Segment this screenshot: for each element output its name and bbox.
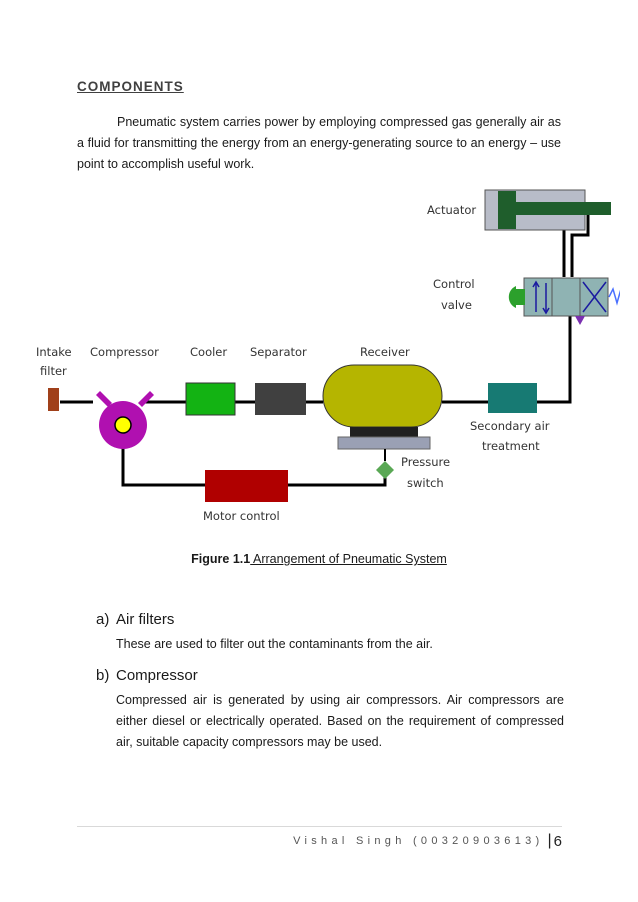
label-control-valve-2: valve (441, 298, 472, 312)
label-cooler: Cooler (190, 345, 227, 359)
pneumatic-system-diagram: Actuator Control valve Intake filter Com… (36, 189, 620, 523)
section-letter: a) (96, 611, 110, 628)
section-heading-air-filters: a) Air filters (96, 611, 564, 628)
section-body: These are used to filter out the contami… (116, 637, 433, 651)
intro-paragraph: Pneumatic system carries power by employ… (77, 115, 561, 171)
label-compressor: Compressor (90, 345, 159, 359)
pressure-switch (376, 461, 394, 479)
label-intake-1: Intake (36, 345, 72, 359)
label-actuator: Actuator (427, 203, 476, 217)
compressor-inlet (96, 391, 112, 407)
section-title: Compressor (116, 667, 198, 684)
label-pressure-1: Pressure (401, 455, 450, 469)
cooler-box (185, 382, 236, 416)
actuator-rod (516, 202, 611, 215)
pipe-motor-switch (288, 470, 387, 487)
pipe-motor-loop (121, 447, 205, 487)
label-intake-2: filter (40, 364, 67, 378)
section-heading: COMPONENTS (77, 79, 184, 94)
footer-author: Vishal Singh (00320903613) (293, 835, 544, 847)
receiver-base (337, 436, 431, 450)
valve-arrows (532, 280, 607, 315)
valve-operator-stem (515, 289, 525, 305)
intake-filter (48, 388, 59, 411)
compressor-center (114, 416, 132, 434)
footer-divider (77, 826, 562, 827)
secondary-treatment-box (488, 383, 537, 413)
figure-number: Figure 1.1 (191, 552, 251, 566)
actuator-piston (498, 191, 516, 229)
valve-spring (608, 286, 620, 306)
label-secondary-1: Secondary air (470, 419, 550, 433)
label-motor-control: Motor control (203, 509, 280, 523)
label-control-valve-1: Control (433, 277, 475, 291)
page-footer: Vishal Singh (00320903613) | 6 (293, 832, 562, 850)
motor-control-box (205, 470, 288, 502)
figure-caption: Figure 1.1 Arrangement of Pneumatic Syst… (0, 552, 638, 566)
valve-exhaust (575, 316, 585, 325)
section-body: Compressed air is generated by using air… (116, 693, 564, 749)
section-heading-compressor: b) Compressor (96, 667, 564, 684)
label-receiver: Receiver (360, 345, 410, 359)
section-air-filters: a) Air filters These are used to filter … (96, 611, 564, 655)
control-valve-mid-cell (551, 277, 581, 317)
pipe-valve-actuator-right (570, 213, 590, 277)
receiver-stand (350, 427, 418, 437)
label-secondary-2: treatment (482, 439, 540, 453)
label-separator: Separator (250, 345, 307, 359)
footer-separator: | (547, 832, 552, 849)
label-pressure-2: switch (407, 476, 444, 490)
page-number: 6 (553, 832, 562, 850)
section-letter: b) (96, 667, 110, 684)
valve-operator-head (508, 286, 516, 308)
receiver-tank (322, 364, 443, 428)
compressor-outlet (138, 391, 154, 407)
figure-title: Arrangement of Pneumatic System (250, 552, 447, 566)
section-title: Air filters (116, 611, 175, 628)
separator-box (255, 383, 306, 415)
section-compressor: b) Compressor Compressed air is generate… (96, 667, 564, 753)
